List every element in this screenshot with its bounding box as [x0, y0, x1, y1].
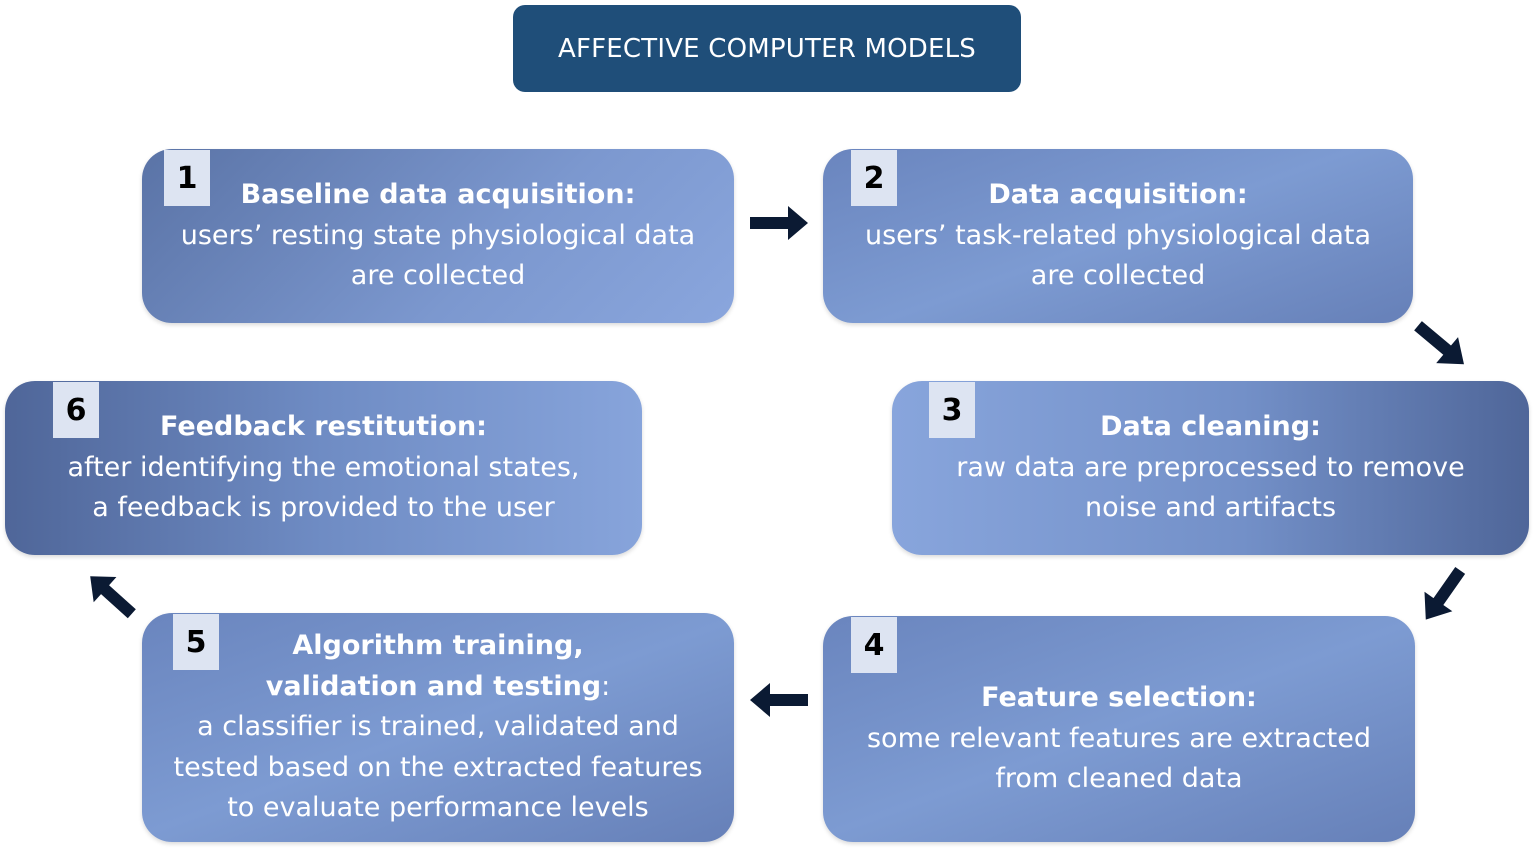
step-5-number: 5: [173, 614, 219, 670]
step-5-heading-line-2: validation and testing: [265, 670, 602, 702]
arrow-5-to-6-icon: [90, 576, 136, 619]
step-1-number: 1: [164, 150, 210, 206]
step-3-number: 3: [929, 382, 975, 438]
step-1-box: Baseline data acquisition: users’ restin…: [142, 149, 734, 323]
step-6-text-line-2: a feedback is provided to the user: [92, 492, 555, 524]
arrow-1-to-2-icon: [750, 206, 808, 240]
step-4-text-line-2: from cleaned data: [995, 763, 1243, 795]
step-5-text-line-1: a classifier is trained, validated and: [197, 711, 679, 743]
step-2-text-line-2: are collected: [1030, 260, 1206, 292]
step-6-text-line-1: after identifying the emotional states,: [67, 451, 580, 483]
step-4-box: Feature selection: some relevant feature…: [823, 616, 1415, 842]
step-5-text-line-2: tested based on the extracted features: [173, 751, 703, 783]
step-2-box: Data acquisition: users’ task-related ph…: [823, 149, 1413, 323]
step-2-number: 2: [851, 150, 897, 206]
arrow-2-to-3-icon: [1414, 321, 1464, 365]
step-4-number: 4: [851, 617, 897, 673]
step-3-heading: Data cleaning:: [1100, 411, 1321, 443]
diagram-title: AFFECTIVE COMPUTER MODELS: [513, 5, 1021, 92]
step-1-text-line-2: are collected: [350, 260, 526, 292]
step-6-box: Feedback restitution: after identifying …: [5, 381, 642, 555]
step-5-heading-colon: :: [601, 670, 611, 702]
arrow-3-to-4-icon: [1424, 566, 1466, 620]
step-2-text-line-1: users’ task-related physiological data: [864, 219, 1372, 251]
step-4-text-line-1: some relevant features are extracted: [866, 722, 1372, 754]
arrow-4-to-5-icon: [750, 683, 808, 717]
step-6-number: 6: [53, 382, 99, 438]
step-2-heading: Data acquisition:: [988, 179, 1248, 211]
step-3-box: Data cleaning: raw data are preprocessed…: [892, 381, 1529, 555]
step-5-heading-line-1: Algorithm training,: [292, 630, 584, 662]
step-5-text-line-3: to evaluate performance levels: [227, 792, 649, 824]
step-5-box: Algorithm training, validation and testi…: [142, 613, 734, 842]
step-1-heading: Baseline data acquisition:: [240, 179, 636, 211]
step-3-text-line-2: noise and artifacts: [1084, 492, 1337, 524]
step-4-heading: Feature selection:: [981, 682, 1257, 714]
step-3-text-line-1: raw data are preprocessed to remove: [956, 451, 1465, 483]
step-6-heading: Feedback restitution:: [160, 411, 487, 443]
step-1-text-line-1: users’ resting state physiological data: [180, 219, 696, 251]
